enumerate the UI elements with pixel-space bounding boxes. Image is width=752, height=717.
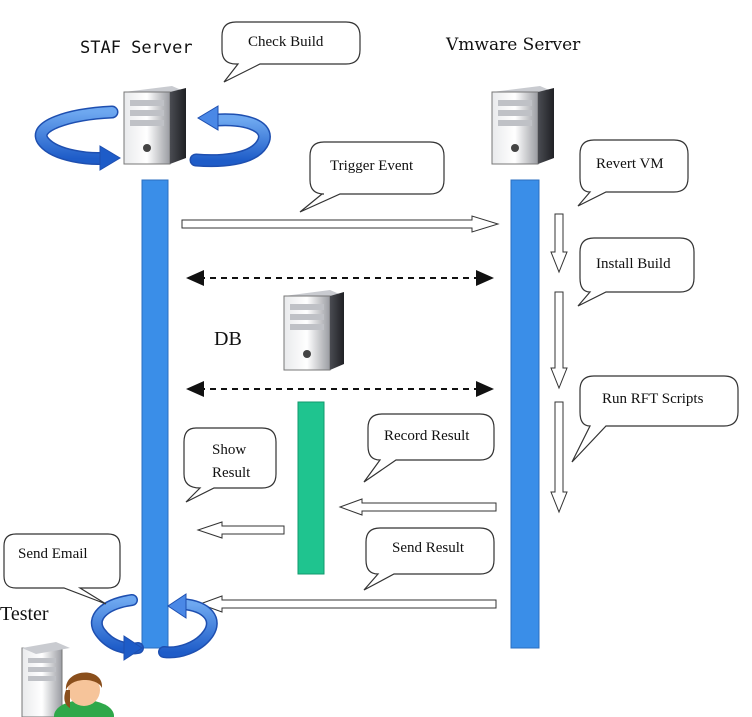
staf-lifeline [141,179,169,649]
send-result-text: Send Result [392,540,465,556]
run-rft-callout: Run RFT Scripts [571,375,739,463]
tester-loop-arrow-right-icon [158,593,218,659]
send-result-arrow [198,595,497,613]
loop-arrow-right-icon [189,105,271,168]
db-activation-bar [297,401,325,575]
install-to-run-arrow [550,291,568,390]
trigger-event-arrow [181,215,500,233]
trigger-event-callout: Trigger Event [299,141,445,213]
run-to-record-arrow [550,401,568,514]
show-result-callout: Show Result [183,427,277,503]
tester-label: Tester [0,603,49,625]
revert-vm-callout: Revert VM [577,139,689,207]
revert-to-install-arrow [550,213,568,274]
show-result-arrow [196,521,285,539]
db-label: DB [214,328,242,350]
tester-loop-arrow-left-icon [90,594,144,661]
check-build-text: Check Build [248,34,324,50]
install-build-text: Install Build [596,256,671,272]
trigger-event-text: Trigger Event [330,158,414,174]
record-result-text: Record Result [384,428,470,444]
install-build-callout: Install Build [577,237,695,307]
vmware-server-label: Vmware Server [445,35,581,55]
staf-server-label: STAF Server [80,38,193,58]
send-result-callout: Send Result [363,527,495,591]
send-email-callout: Send Email [3,533,121,605]
loop-arrow-left-icon [34,105,121,171]
show-result-text-line1: Show [212,442,246,458]
record-result-arrow [338,498,497,516]
tester-icon [21,642,114,717]
run-rft-text: Run RFT Scripts [602,391,704,407]
show-result-text-line2: Result [212,465,251,481]
db-server-icon [283,290,344,371]
revert-vm-text: Revert VM [596,156,664,172]
send-email-text: Send Email [18,546,88,562]
vmware-lifeline [510,179,540,649]
vmware-server-icon [491,86,554,165]
check-build-callout: Check Build [221,21,361,83]
record-result-callout: Record Result [363,413,495,483]
staf-server-icon [123,86,186,165]
